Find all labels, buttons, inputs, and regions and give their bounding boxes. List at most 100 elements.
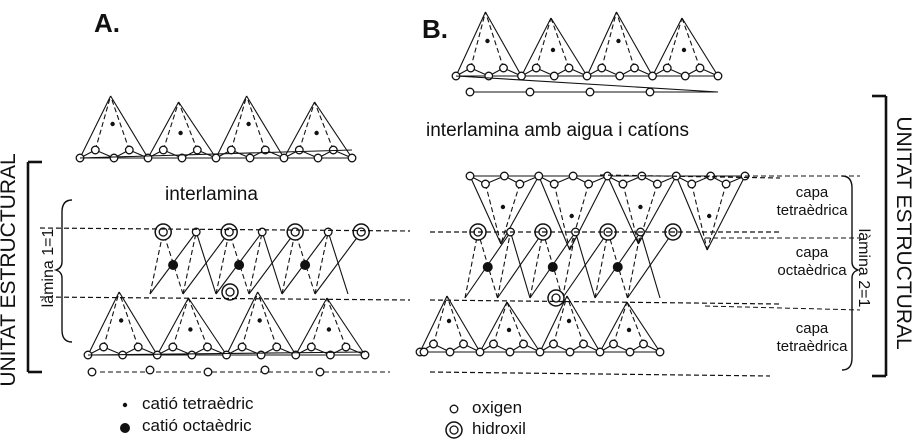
oxygen-atom xyxy=(273,343,281,351)
octahedral-cation xyxy=(300,260,310,270)
octahedral-cation xyxy=(548,262,558,272)
oxygen-atom xyxy=(696,64,704,72)
tetrahedral-cation xyxy=(178,131,182,135)
oxygen-atom xyxy=(535,172,543,180)
hydroxyl-atom-core xyxy=(450,426,458,434)
tetrahedral-cation xyxy=(569,214,573,218)
legend-oxygen: oxigen xyxy=(472,398,522,418)
layer-octahedral-label: capa octaèdrica xyxy=(764,244,860,280)
oxygen-atom xyxy=(134,343,142,351)
layer-word: capa xyxy=(764,320,860,338)
tetrahedral-cation xyxy=(485,39,489,43)
oxygen-atom xyxy=(550,180,558,188)
oxygen-atom xyxy=(430,340,438,348)
tetrahedral-cation xyxy=(707,214,711,218)
oxygen-atom xyxy=(585,180,593,188)
oxygen-atom xyxy=(569,172,577,180)
oxygen-atom xyxy=(194,146,202,154)
oxygen-atom xyxy=(223,351,231,359)
oxygen-atom xyxy=(110,154,118,162)
layer-word: capa xyxy=(764,244,860,262)
oxygen-atom xyxy=(466,172,474,180)
oxygen-atom xyxy=(566,348,574,356)
tetrahedral-cation xyxy=(638,205,642,209)
structural-unit-right-label: UNITAT ESTRUCTURAL xyxy=(891,116,915,349)
oxygen-atom xyxy=(501,172,509,180)
oxygen-atom xyxy=(532,64,540,72)
oxygen-atom xyxy=(490,340,498,348)
hydroxyl-atom-core xyxy=(552,294,560,302)
oxygen-atom xyxy=(516,180,524,188)
oxygen-atom xyxy=(324,228,332,236)
bond-line xyxy=(511,232,531,298)
oxygen-atom xyxy=(536,348,544,356)
tetrahedral-cation xyxy=(119,318,123,322)
oxygen-atom xyxy=(348,154,356,162)
tetrahedral-cation xyxy=(246,122,250,126)
tetrahedral-cation xyxy=(257,318,261,322)
oxygen-atom xyxy=(610,340,618,348)
oxygen-atom xyxy=(280,154,288,162)
oxygen-atom xyxy=(446,348,454,356)
hydroxyl-atom-core xyxy=(357,228,365,236)
oxygen-atom xyxy=(257,351,265,359)
panel-a-label: A. xyxy=(94,8,120,39)
oxygen-atom xyxy=(482,180,490,188)
oxygen-atom xyxy=(583,72,591,80)
bond-line xyxy=(328,232,348,294)
layer-word: capa xyxy=(764,184,860,202)
oxygen-atom xyxy=(92,146,100,154)
oxygen-atom xyxy=(550,72,558,80)
oxygen-atom xyxy=(586,88,594,96)
tetrahedral-cation xyxy=(188,327,192,331)
oxygen-atom xyxy=(146,366,154,374)
interlamina-water-label: interlamina amb aigua i catíons xyxy=(426,120,689,142)
oxygen-atom xyxy=(596,348,604,356)
oxygen-atom xyxy=(308,343,316,351)
panel-b-label: B. xyxy=(422,14,448,45)
oxygen-atom xyxy=(466,88,474,96)
sheet-1-1-label: làmina 1=1 xyxy=(40,229,58,308)
oxygen-atom xyxy=(246,154,254,162)
oxygen-atom xyxy=(626,348,634,356)
oxygen-atom xyxy=(619,180,627,188)
octahedral-cation xyxy=(234,260,244,270)
oxygen-atom xyxy=(296,146,304,154)
tetrahedral-cation xyxy=(501,205,505,209)
tetrahedral-cation xyxy=(507,328,511,332)
oxygen-atom xyxy=(467,64,475,72)
octahedral-cation xyxy=(483,262,493,272)
bond-line xyxy=(692,184,707,250)
layer-type: octaèdrica xyxy=(764,262,860,280)
layer-type: tetraèdrica xyxy=(764,338,860,356)
oxygen-atom xyxy=(598,64,606,72)
oxygen-atom xyxy=(420,348,428,356)
oxygen-atom xyxy=(616,72,624,80)
oxygen-atom xyxy=(604,172,612,180)
tetrahedral-cation xyxy=(314,131,318,135)
oxygen-atom xyxy=(580,340,588,348)
layer-tetrahedral-bottom-label: capa tetraèdrica xyxy=(764,320,860,356)
oxygen-atom xyxy=(631,64,639,72)
tetrahedral-cation xyxy=(616,39,620,43)
oxygen-atom xyxy=(646,88,654,96)
oxygen-atom xyxy=(640,340,648,348)
oxygen-atom xyxy=(316,368,324,376)
oxygen-atom xyxy=(714,72,722,80)
oxygen-atom xyxy=(342,343,350,351)
oxygen-atom xyxy=(212,154,220,162)
oxygen-atom xyxy=(204,368,212,376)
legend-hydroxyl: hidroxil xyxy=(472,419,526,439)
structural-unit-left-label: UNITAT ESTRUCTURAL xyxy=(0,153,21,386)
bond-line xyxy=(196,232,216,294)
bond-line xyxy=(705,306,860,310)
oxygen-atom xyxy=(688,180,696,188)
tetrahedral-cation xyxy=(682,48,686,52)
bond-line xyxy=(554,184,569,250)
oxygen-atom xyxy=(450,405,458,413)
oxygen-atom xyxy=(188,351,196,359)
tetrahedral-cation xyxy=(123,403,127,407)
oxygen-atom xyxy=(476,348,484,356)
